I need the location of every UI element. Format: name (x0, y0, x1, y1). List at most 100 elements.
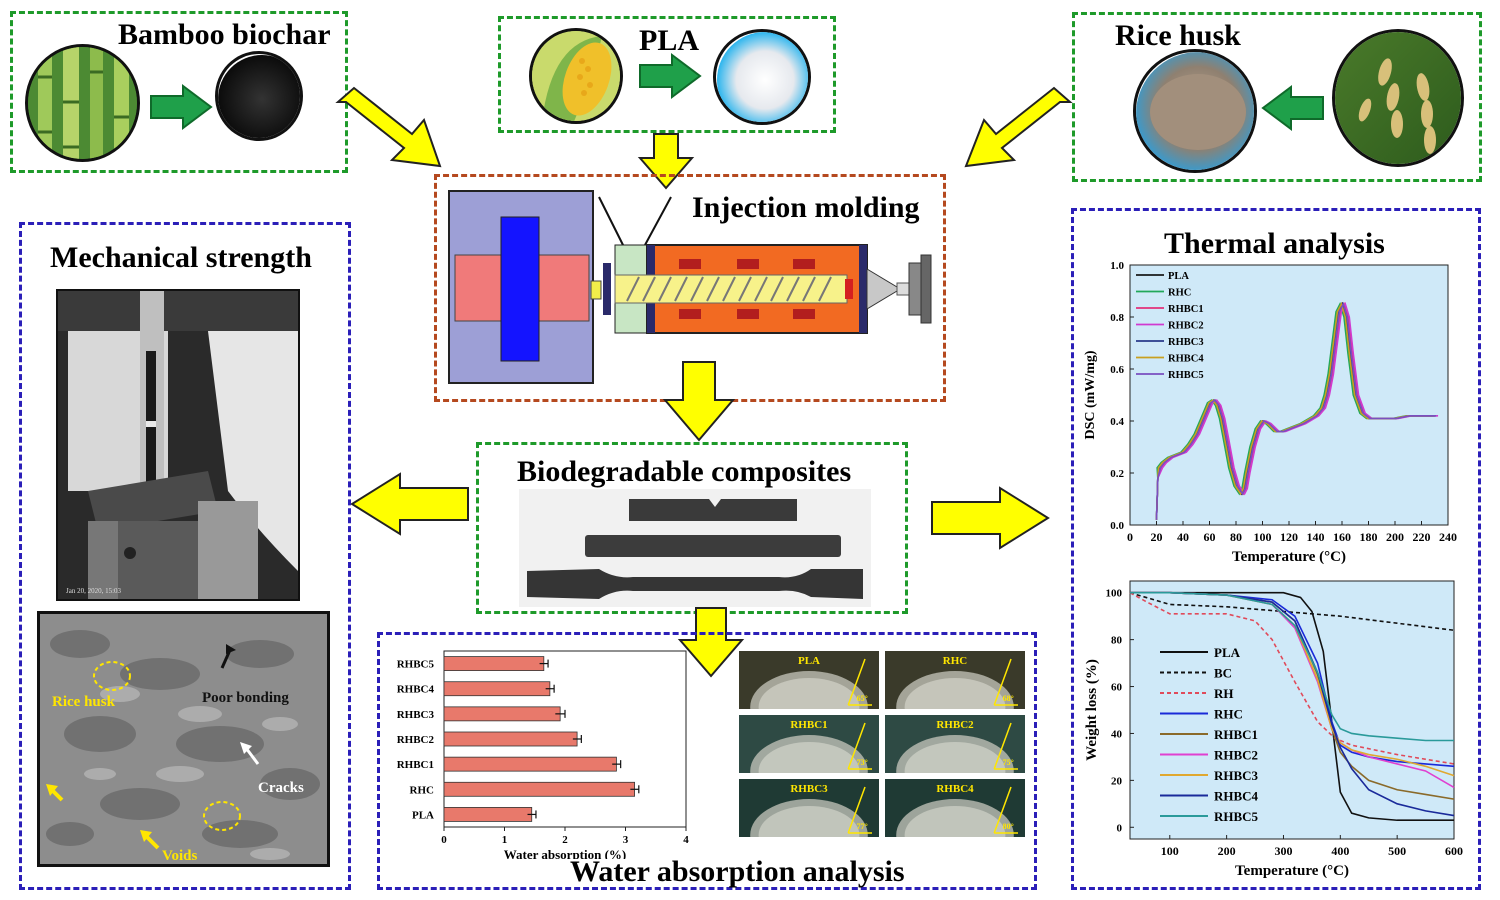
contact-angle-droplet: RHC 68° (885, 651, 1025, 743)
yellow-arrow-bamboo-icon (335, 86, 442, 168)
injection-molding-box: Injection molding (434, 174, 946, 402)
green-arrow-left-icon (1261, 85, 1324, 131)
pla-box: PLA (498, 16, 836, 133)
mechanical-strength-title: Mechanical strength (50, 241, 312, 274)
contact-angle-sample-label: RHBC1 (790, 719, 827, 731)
dsc-x-tick-label: 40 (1177, 530, 1189, 544)
contact-angle-value: 77° (857, 822, 868, 831)
rice-husk-powder-image (1133, 49, 1257, 173)
angle-tangent-line (993, 722, 1012, 770)
biodegradable-composites-title: Biodegradable composites (517, 455, 852, 488)
injection-machine-diagram (448, 190, 932, 384)
corn-image (529, 28, 623, 124)
water-x-tick-label: 3 (623, 834, 629, 846)
contact-angle-droplet: RHBC1 73° (739, 715, 879, 807)
contact-angle-value: 68° (1003, 694, 1014, 703)
pla-pellets-image (713, 29, 811, 125)
dsc-legend-label: PLA (1168, 271, 1189, 282)
dsc-y-tick-label: 0.8 (1110, 312, 1124, 324)
tga-x-tick-label: 400 (1331, 844, 1349, 858)
dsc-x-tick-label: 60 (1204, 530, 1216, 544)
contact-angle-value: 73° (857, 758, 868, 767)
tga-y-axis-label: Weight loss (%) (1084, 659, 1100, 761)
tga-x-tick-label: 500 (1388, 844, 1406, 858)
contact-angle-sample-label: RHC (943, 655, 968, 667)
composite-specimens-photo (519, 489, 871, 607)
angle-tangent-line (847, 658, 866, 706)
tga-legend-label: RHBC3 (1214, 768, 1259, 783)
angle-tangent-line (993, 786, 1012, 834)
dsc-y-tick-label: 0.2 (1110, 468, 1124, 480)
dsc-series-rhbc2 (1155, 301, 1439, 520)
dsc-legend-label: RHC (1168, 288, 1191, 299)
tga-x-axis-label: Temperature (°C) (1235, 863, 1349, 879)
yellow-arrow-right-icon (931, 486, 1050, 550)
dsc-series-rhbc4 (1155, 301, 1435, 520)
green-arrow-icon (150, 84, 213, 130)
dsc-legend-label: RHBC2 (1168, 321, 1204, 332)
contact-angle-value: 80° (1003, 822, 1014, 831)
bamboo-plant-image (25, 44, 140, 162)
contact-angle-sample-label: PLA (798, 655, 820, 667)
tga-y-tick-label: 80 (1111, 635, 1123, 647)
dsc-series-rhc (1155, 301, 1433, 520)
tga-y-tick-label: 60 (1111, 682, 1123, 694)
sem-label-cracks: Cracks (258, 780, 304, 796)
angle-tangent-line (847, 786, 866, 834)
contact-angle-image-rhc: RHC 68° (885, 651, 1025, 743)
angle-tangent-line (993, 658, 1012, 706)
tga-y-tick-label: 0 (1117, 822, 1123, 834)
angle-tangent-line (847, 722, 866, 770)
yellow-arrow-left-icon (350, 472, 469, 536)
dsc-x-axis-label: Temperature (°C) (1232, 549, 1346, 565)
tga-legend-label: RHBC1 (1214, 727, 1258, 742)
tga-x-tick-label: 200 (1218, 844, 1236, 858)
injection-molding-title: Injection molding (692, 191, 920, 224)
contact-angle-image-rhbc1: RHBC1 73° (739, 715, 879, 807)
tga-legend-label: RHBC5 (1214, 809, 1259, 824)
dsc-legend-label: RHBC4 (1168, 354, 1204, 365)
sem-label-voids: Voids (162, 848, 197, 864)
dsc-y-axis-label: DSC (mW/mg) (1083, 350, 1098, 439)
dsc-x-tick-label: 20 (1151, 530, 1163, 544)
tga-legend-label: RHBC2 (1214, 748, 1258, 763)
water-bar-rhc (443, 781, 635, 797)
water-bar-rhbc5 (443, 656, 545, 671)
tensile-test-photo: Jan 20, 2020, 15:03 (56, 289, 300, 601)
tga-y-tick-label: 20 (1111, 775, 1123, 787)
dsc-x-tick-label: 220 (1413, 530, 1431, 544)
water-category-label: PLA (412, 809, 434, 821)
pla-title: PLA (639, 24, 699, 57)
dsc-x-tick-label: 240 (1439, 530, 1457, 544)
yellow-arrow-pla-icon (637, 133, 695, 190)
tga-series-pla (1130, 591, 1454, 822)
tga-x-tick-label: 100 (1161, 844, 1179, 858)
rice-plant-image (1332, 29, 1464, 167)
dsc-x-tick-label: 0 (1127, 530, 1133, 544)
yellow-arrow-rice-icon (964, 86, 1073, 168)
biochar-powder-image (215, 51, 303, 141)
dsc-x-tick-label: 140 (1307, 530, 1325, 544)
sem-label-poor-bonding: Poor bonding (202, 690, 289, 706)
water-bar-rhbc1 (443, 756, 617, 772)
water-absorption-title: Water absorption analysis (570, 855, 905, 888)
bamboo-biochar-title: Bamboo biochar (118, 18, 331, 51)
bamboo-biochar-box: Bamboo biochar (10, 11, 348, 173)
water-category-label: RHBC3 (397, 709, 435, 721)
dsc-series-rhbc5 (1155, 301, 1437, 520)
tga-series-rhbc5 (1130, 591, 1454, 742)
dsc-x-tick-label: 120 (1280, 530, 1298, 544)
water-category-label: RHBC5 (397, 659, 435, 671)
dsc-y-tick-label: 0.6 (1110, 364, 1124, 376)
dsc-x-tick-label: 160 (1333, 530, 1351, 544)
dsc-y-tick-label: 1.0 (1110, 260, 1124, 272)
